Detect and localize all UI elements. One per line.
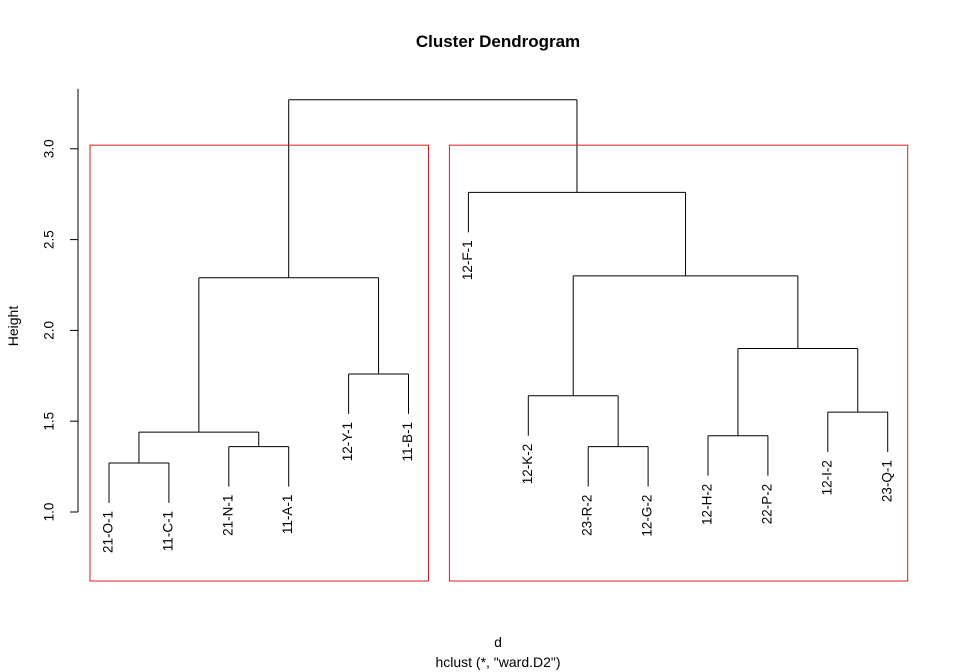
dendrogram-branches (108, 99, 889, 503)
x-axis-label: d (494, 634, 502, 650)
leaf-label: 22-P-2 (759, 484, 774, 525)
y-tick-label: 2.5 (42, 230, 57, 249)
leaf-label: 11-B-1 (400, 422, 415, 462)
leaf-label: 11-A-1 (280, 495, 295, 535)
cluster-box (89, 144, 429, 582)
cluster-boxes (89, 144, 909, 582)
leaf-label: 23-R-2 (580, 495, 595, 536)
cluster-box (448, 144, 909, 582)
leaf-label: 12-K-2 (520, 444, 535, 485)
leaf-label: 21-N-1 (220, 495, 235, 536)
y-tick-label: 1.5 (42, 412, 57, 431)
leaf-label: 12-H-2 (700, 484, 715, 525)
y-tick-label: 3.0 (42, 139, 57, 158)
leaf-label: 11-C-1 (160, 511, 175, 551)
leaf-label: 12-Y-1 (340, 422, 355, 461)
leaf-label: 21-O-1 (101, 511, 116, 553)
leaf-label: 23-Q-1 (879, 460, 894, 502)
y-axis-label: Height (5, 306, 21, 347)
leaf-labels: 21-O-1 11-C-1 21-N-1 11-A-1 12-Y-1 11-B-1 12-F… (101, 240, 895, 553)
y-axis: 1.0 1.5 2.0 2.5 3.0 (42, 88, 79, 522)
leaf-label: 12-F-1 (460, 240, 475, 280)
leaf-label: 12-G-2 (640, 495, 655, 537)
y-tick-label: 1.0 (42, 503, 57, 522)
x-axis-sublabel: hclust (*, "ward.D2") (435, 654, 560, 670)
y-tick-label: 2.0 (42, 321, 57, 340)
chart-title: Cluster Dendrogram (416, 32, 580, 51)
leaf-label: 12-I-2 (819, 460, 834, 495)
